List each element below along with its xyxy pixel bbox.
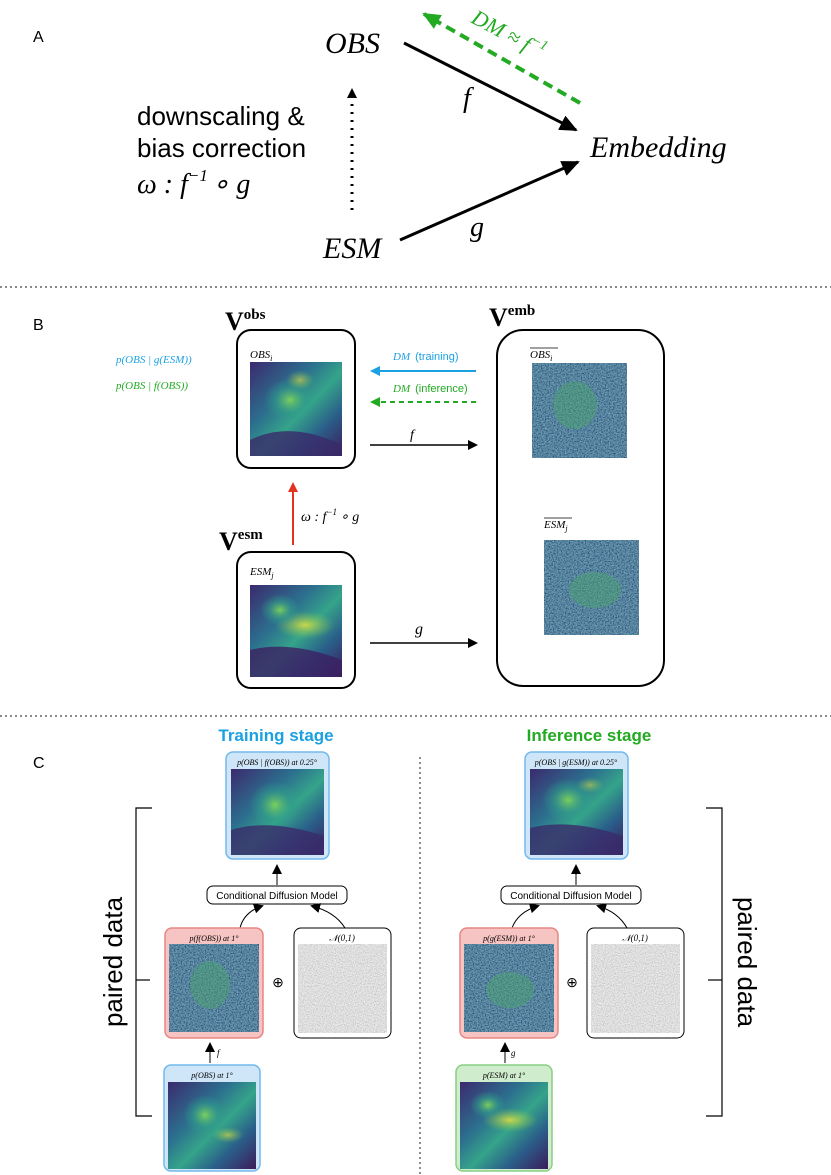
panel-c-label: C (33, 755, 45, 772)
train-input-label: p(OBS) at 1° (190, 1071, 233, 1080)
v-obs-label: Vobs (225, 307, 266, 336)
paired-data-right: paired data (732, 897, 762, 1028)
infer-output-label: p(OBS | g(ESM)) at 0.25° (534, 758, 618, 767)
panel-b-label: B (33, 317, 44, 334)
infer-condition-label: p(g(ESM)) at 1° (482, 934, 535, 943)
obs-i-field (250, 362, 342, 456)
svg-text:DM ≈ f−1: DM ≈ f−1 (467, 3, 551, 64)
train-curve-right (310, 903, 346, 929)
infer-curve-left (511, 903, 540, 929)
infer-condition-box: p(g(ESM)) at 1° (459, 927, 559, 1039)
infer-input-label: p(ESM) at 1° (482, 1071, 526, 1080)
infer-cdm-box: Conditional Diffusion Model (500, 885, 642, 905)
infer-oplus: ⊕ (566, 976, 578, 991)
downscaling-text-line2: bias correction (137, 133, 306, 163)
infer-g-label: g (511, 1048, 516, 1058)
esm-j-label: ESMj (249, 566, 274, 580)
downscaling-text-line1: downscaling & (137, 101, 305, 131)
esm-bar-label: ESMj (543, 519, 568, 533)
infer-noise-box: 𝒩(0,1) (586, 927, 685, 1039)
infer-input-box: p(ESM) at 1° (455, 1064, 553, 1172)
train-condition-box: p(f(OBS)) at 1° (164, 927, 264, 1039)
train-output-box: p(OBS | f(OBS)) at 0.25° (225, 751, 330, 860)
train-curve-left (239, 903, 264, 929)
train-noise-label: 𝒩(0,1) (329, 933, 355, 943)
obs-i-label: OBSi (250, 349, 272, 363)
svg-text:Conditional Diffusion Model: Conditional Diffusion Model (216, 891, 338, 902)
train-oplus: ⊕ (272, 976, 284, 991)
training-stage-title: Training stage (218, 726, 333, 745)
f-arrow (403, 41, 578, 132)
obs-node-label: OBS (325, 27, 380, 60)
b-f-label: f (410, 428, 416, 443)
dm-training-label: DM(training) (392, 351, 459, 363)
esm-bar-field (544, 540, 639, 635)
paired-data-left: paired data (98, 896, 128, 1027)
infer-output-box: p(OBS | g(ESM)) at 0.25° (524, 751, 629, 860)
b-g-label: g (415, 621, 423, 638)
dm-arrow (422, 12, 581, 105)
train-condition-label: p(f(OBS)) at 1° (189, 934, 240, 943)
obs-bar-label: OBSi (530, 349, 552, 363)
embedding-node-label: Embedding (589, 131, 727, 164)
v-emb-box (496, 329, 665, 687)
p-training-label: p(OBS | g(ESM)) (115, 354, 192, 366)
svg-text:Conditional Diffusion Model: Conditional Diffusion Model (510, 891, 632, 902)
b-omega-formula: ω : f−1∘ g (301, 507, 359, 525)
f-label: f (463, 83, 474, 114)
infer-curve-right (596, 903, 628, 929)
inference-stage-title: Inference stage (527, 726, 652, 745)
dm-approx-label: DM ≈ f−1 (467, 3, 551, 64)
train-input-box: p(OBS) at 1° (163, 1064, 261, 1172)
train-noise-box: 𝒩(0,1) (293, 927, 392, 1039)
right-bracket (706, 807, 723, 1117)
dm-inference-label: DM(inference) (392, 383, 468, 395)
omega-formula: ω : f−1∘ g (137, 166, 250, 200)
train-output-label: p(OBS | f(OBS)) at 0.25° (236, 758, 318, 767)
train-f-label: f (217, 1048, 221, 1058)
v-esm-box (236, 551, 356, 689)
g-arrow (399, 160, 580, 242)
v-obs-box (236, 329, 356, 469)
infer-noise-label: 𝒩(0,1) (622, 933, 648, 943)
v-esm-label: Vesm (219, 527, 263, 556)
train-cdm-box: Conditional Diffusion Model (206, 885, 348, 905)
esm-j-field (250, 585, 342, 677)
left-bracket (135, 807, 152, 1117)
esm-node-label: ESM (322, 232, 383, 265)
v-emb-label: Vemb (489, 303, 535, 332)
p-inference-label: p(OBS | f(OBS)) (115, 380, 188, 392)
g-label: g (470, 212, 484, 243)
panel-a-label: A (33, 29, 44, 46)
obs-bar-field (532, 363, 627, 458)
